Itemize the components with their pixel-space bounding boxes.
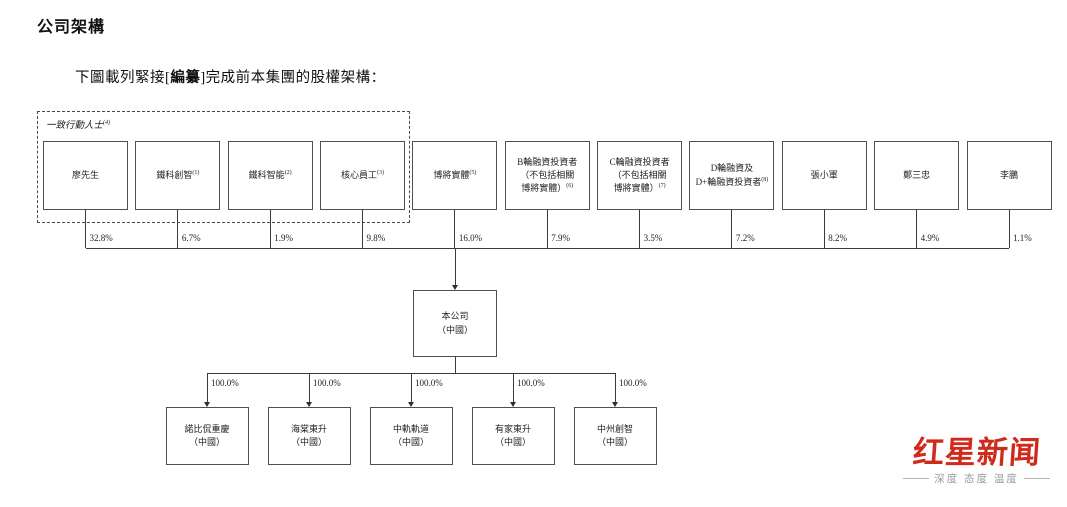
ownership-percentage: 100.0%: [313, 378, 341, 388]
ownership-percentage: 7.9%: [551, 233, 570, 243]
subsidiary-arrow-line: [206, 373, 208, 403]
redstar-news-logo: 红星新闻: [911, 435, 1042, 470]
down-arrowhead: [451, 284, 458, 290]
shareholder-box: 廖先生: [43, 141, 128, 210]
shareholder-box: 鐵科智能(2): [227, 141, 313, 210]
intro-prefix: 下圖載列緊接[: [75, 70, 171, 86]
subsidiary-arrow-line: [512, 373, 514, 403]
intro-suffix: ]完成前本集團的股權架構：: [200, 70, 386, 86]
shareholder-box: 鐵科創智(1): [135, 141, 221, 210]
shareholder-drop-line: [823, 210, 825, 248]
shareholder-box: 李鵬: [966, 141, 1052, 210]
page-title: 公司架構: [37, 19, 106, 36]
ownership-percentage: 32.8%: [89, 233, 113, 243]
down-arrowhead: [509, 401, 516, 407]
acting-in-concert-group: [37, 111, 410, 223]
shareholder-box: 博將實體(5): [412, 141, 498, 210]
shareholder-box: 核心員工(3): [320, 141, 406, 210]
parent-company-box: 本公司（中國）: [413, 290, 497, 357]
tagline-right-rule: [1023, 478, 1050, 480]
subsidiary-arrow-line: [614, 373, 616, 403]
ownership-percentage: 100.0%: [619, 378, 647, 388]
shareholder-drop-line: [916, 210, 918, 248]
ownership-percentage: 7.2%: [735, 233, 755, 243]
subsidiary-box: 有家東升（中國）: [471, 407, 555, 465]
ownership-percentage: 16.0%: [458, 233, 483, 243]
subsidiary-arrow-line: [410, 373, 412, 403]
parent-drop-line: [454, 357, 456, 373]
down-arrowhead: [203, 401, 210, 407]
ownership-percentage: 100.0%: [211, 378, 239, 388]
intro-bold-term: 編纂: [170, 70, 201, 86]
shareholder-box: C輪融資投資者（不包括相關博將實體）(7): [597, 141, 683, 210]
ownership-percentage: 6.7%: [181, 233, 201, 243]
shareholder-box: 張小軍: [781, 141, 867, 210]
shareholder-box: B輪融資投資者（不包括相關博將實體）(6): [504, 141, 590, 210]
acting-in-concert-label: 一致行動人士(4): [46, 119, 111, 131]
subsidiary-arrow-line: [308, 373, 310, 403]
news-watermark: 红星新闻 深度 态度 温度: [894, 435, 1059, 486]
subsidiary-box: 海棠東升（中國）: [267, 407, 351, 465]
shareholder-drop-line: [362, 210, 364, 248]
ownership-percentage: 100.0%: [415, 378, 443, 388]
shareholder-drop-line: [639, 210, 641, 248]
down-arrowhead: [611, 401, 618, 407]
shareholder-drop-line: [269, 210, 271, 248]
shareholder-bus-line: [85, 247, 1009, 249]
ownership-percentage: 4.9%: [920, 233, 940, 243]
shareholder-drop-line: [546, 210, 548, 248]
shareholder-drop-line: [1008, 210, 1010, 248]
ownership-percentage: 1.9%: [274, 233, 293, 243]
shareholder-box: 鄭三忠: [874, 141, 960, 210]
subsidiary-box: 諾比侃重慶（中國）: [165, 407, 249, 465]
ownership-percentage: 3.5%: [643, 233, 663, 243]
ownership-percentage: 9.8%: [366, 233, 386, 243]
redstar-news-tagline: 深度 态度 温度: [894, 471, 1059, 486]
down-arrowhead: [407, 401, 414, 407]
shareholder-drop-line: [454, 210, 456, 248]
ownership-percentage: 100.0%: [517, 378, 545, 388]
subsidiary-box: 中軌軌道（中國）: [369, 407, 453, 465]
intro-sentence: 下圖載列緊接[編纂]完成前本集團的股權架構：: [75, 66, 386, 87]
ownership-percentage: 1.1%: [1013, 233, 1032, 243]
shareholder-drop-line: [731, 210, 733, 248]
tagline-left-rule: [903, 478, 930, 480]
subsidiary-box: 中州創智（中國）: [573, 407, 657, 465]
down-arrowhead: [305, 401, 312, 407]
shareholder-drop-line: [85, 210, 86, 248]
tagline-text: 深度 态度 温度: [934, 473, 1019, 486]
ownership-percentage: 8.2%: [828, 233, 848, 243]
parent-arrow-line: [454, 248, 456, 286]
shareholder-drop-line: [177, 210, 179, 248]
